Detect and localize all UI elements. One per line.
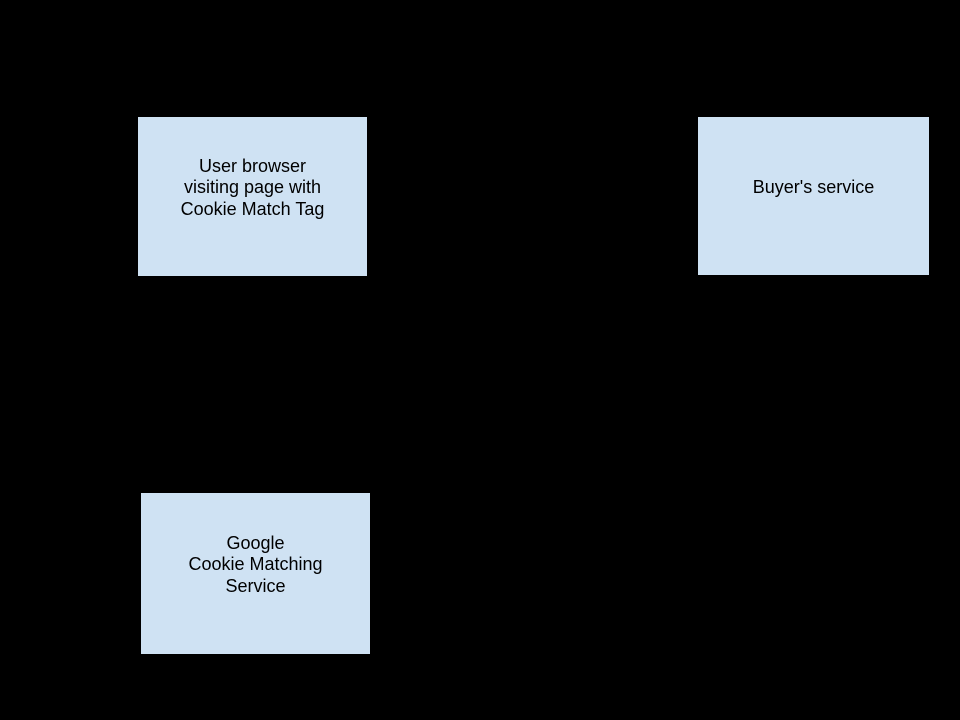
node-google-cookie-matching-service: Google Cookie Matching Service xyxy=(140,492,371,655)
node-buyers-service-label: Buyer's service xyxy=(752,176,875,197)
node-buyers-service: Buyer's service xyxy=(697,116,930,276)
node-user-browser-label: User browser visiting page with Cookie M… xyxy=(180,155,325,219)
node-google-cookie-matching-service-label: Google Cookie Matching Service xyxy=(188,532,323,596)
node-user-browser: User browser visiting page with Cookie M… xyxy=(137,116,368,277)
